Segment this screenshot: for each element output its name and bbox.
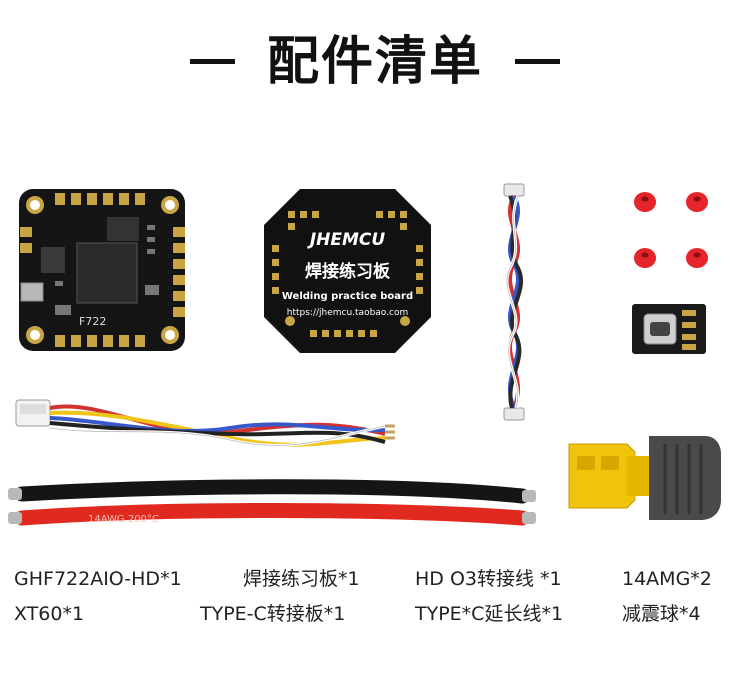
14awg-wires-image: 14AWG 200°C	[8, 479, 536, 526]
board-url-print: https://jhemcu.taobao.com	[287, 308, 409, 318]
board-brand-print: JHEMCU	[307, 230, 386, 250]
caption-welding-board: 焊接练习板*1	[243, 568, 360, 590]
hd-o3-adapter-cable-image	[503, 183, 525, 421]
flight-controller-board-image: F722	[19, 189, 185, 351]
xt60-connector-image	[568, 436, 721, 520]
board-en-print: Welding practice board	[282, 291, 413, 302]
damping-balls-image	[634, 192, 708, 268]
welding-practice-board-image: JHEMCU 焊接练习板 Welding practice board http…	[264, 189, 431, 353]
caption-damping-balls: 减震球*4	[622, 603, 701, 625]
fc-model-print: F722	[79, 315, 106, 328]
caption-type-c-extension: TYPE*C延长线*1	[415, 603, 564, 625]
page-title: 配件清单	[266, 32, 483, 92]
caption-14awg: 14AMG*2	[622, 568, 712, 590]
title-dash-left	[190, 59, 235, 64]
caption-xt60: XT60*1	[14, 603, 85, 625]
title-row: 配件清单	[0, 28, 750, 98]
wire-print: 14AWG 200°C	[88, 514, 159, 525]
type-c-extension-cable-image	[15, 399, 395, 447]
type-c-adapter-board-image	[632, 304, 706, 354]
title-dash-right	[515, 59, 560, 64]
caption-o3-cable: HD O3转接线 *1	[415, 568, 562, 590]
caption-type-c-board: TYPE-C转接板*1	[200, 603, 346, 625]
board-cn-print: 焊接练习板	[305, 261, 391, 282]
caption-fc-board: GHF722AIO-HD*1	[14, 568, 182, 590]
